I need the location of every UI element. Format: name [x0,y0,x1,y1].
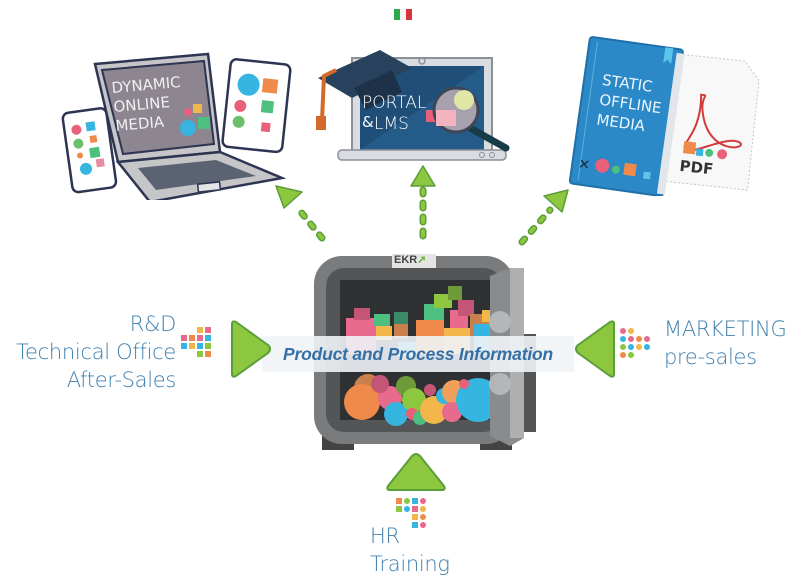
dynamic-line-3: MEDIA [115,113,166,135]
pdf-label: PDF [679,157,714,178]
dynamic-line-2: ONLINE [113,93,171,116]
banner-title: Product and Process Information [283,343,553,364]
bottom-pixel-mixed-icon [396,498,426,528]
phone-icon [61,107,118,194]
left-input-line-technical-office: Technical Office [16,340,176,364]
tablet-icon [221,58,292,154]
arrow-from-right-icon [575,320,615,378]
right-input-line-pre-sales: pre-sales [664,345,757,369]
left-input-line-rd: R&D [129,312,177,336]
portal-lms-illustration: PORTAL & LMS [316,50,510,161]
arrow-to-portal-icon [410,165,436,240]
bottom-input-label: HR Training [370,522,450,578]
svg-text:✕: ✕ [577,156,591,173]
portal-line-1: PORTAL [362,93,426,113]
output-arrows [275,165,569,246]
dynamic-line-1: DYNAMIC [111,73,182,97]
left-input-line-after-sales: After-Sales [66,368,177,392]
arrow-from-bottom-icon [386,453,446,491]
pdf-document-icon: PDF [665,53,760,191]
product-process-info-banner: Product and Process Information [262,336,574,372]
bottom-input-line-hr: HR [370,524,400,548]
static-offline-media-illustration: PDF STATIC OFFLINE MEDIA ✕ [568,36,760,196]
arrow-from-left-icon [231,320,271,378]
dynamic-online-media-illustration: DYNAMIC ONLINE MEDIA [61,52,292,200]
arrow-to-dynamic-media-icon [275,185,326,242]
bottom-input-line-training: Training [370,552,450,576]
portal-line-2: LMS [374,114,409,134]
portal-amp: & [362,113,374,131]
ekr-logo: EKR➚ [394,254,427,266]
right-input-label: MARKETING pre-sales [664,315,787,371]
italian-flag-icon[interactable] [394,9,412,20]
left-input-label: R&D Technical Office After-Sales [0,310,176,394]
right-pixel-dots-icon [620,328,650,358]
ekr-logo-text: EKR [394,254,418,266]
right-input-line-marketing: MARKETING [664,317,787,341]
arrow-to-static-media-icon [518,189,569,246]
left-pixel-squares-icon [181,327,211,357]
data-circles [344,374,500,426]
